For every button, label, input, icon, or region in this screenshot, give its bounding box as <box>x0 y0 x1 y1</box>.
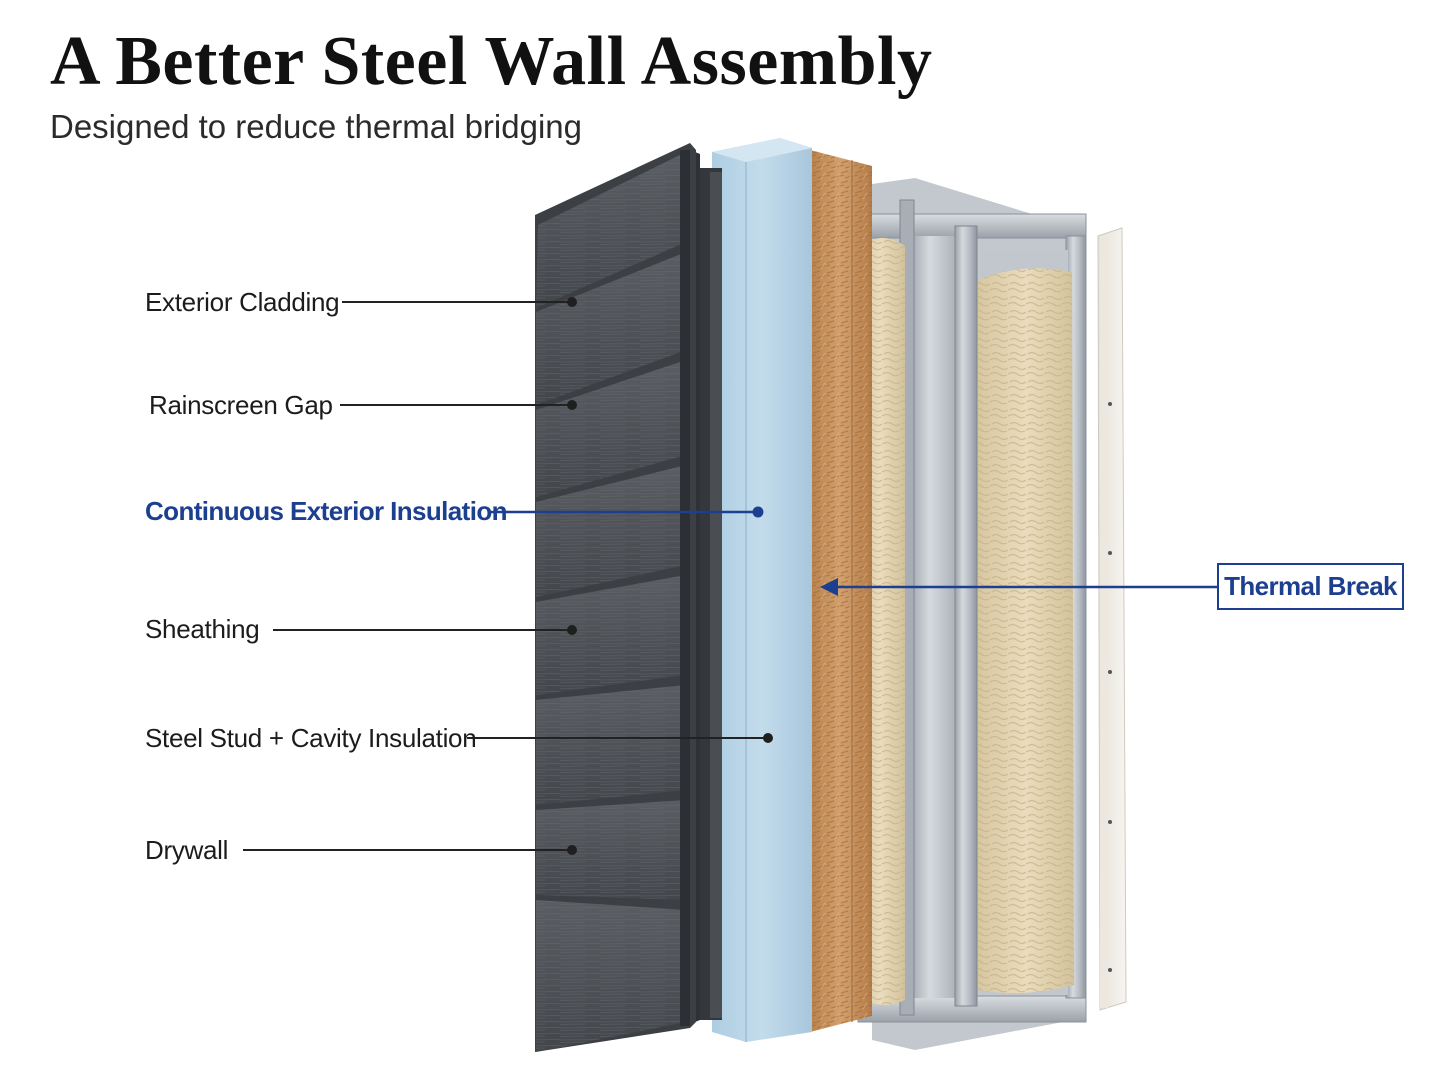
thermal-break-callout: Thermal Break <box>1217 563 1404 610</box>
label-continuous-exterior-insulation: Continuous Exterior Insulation <box>145 496 508 526</box>
exterior-cladding <box>535 143 696 1052</box>
cladding-board <box>536 800 686 900</box>
cladding-board <box>536 465 686 597</box>
leader-dot <box>567 625 577 635</box>
cladding-board <box>536 575 686 695</box>
leader-dot <box>567 845 577 855</box>
label-rainscreen-gap: Rainscreen Gap <box>149 390 333 420</box>
thermal-break-arrowhead <box>820 578 838 596</box>
label-exterior-cladding: Exterior Cladding <box>145 287 340 317</box>
page-title: A Better Steel Wall Assembly <box>50 23 933 100</box>
leader-dot <box>567 297 577 307</box>
rigid-insulation-layer <box>712 138 812 1042</box>
cladding-board <box>536 152 686 308</box>
cladding-board <box>536 360 686 497</box>
label-drywall: Drywall <box>145 835 229 865</box>
leader-dot <box>567 400 577 410</box>
sheathing-layer <box>810 150 872 1032</box>
leader-dot <box>752 506 764 518</box>
cladding-board <box>536 252 686 405</box>
cladding-board <box>536 900 686 1052</box>
cavity-insulation <box>856 237 1074 1005</box>
leader-dot <box>763 733 773 743</box>
leader-lines <box>243 297 1217 855</box>
label-steel-stud-cavity-insulation: Steel Stud + Cavity Insulation <box>145 723 477 753</box>
label-sheathing: Sheathing <box>145 614 260 644</box>
cladding-board <box>536 685 686 805</box>
page-subtitle: Designed to reduce thermal bridging <box>50 108 582 145</box>
drywall-layer <box>1097 227 1127 1011</box>
